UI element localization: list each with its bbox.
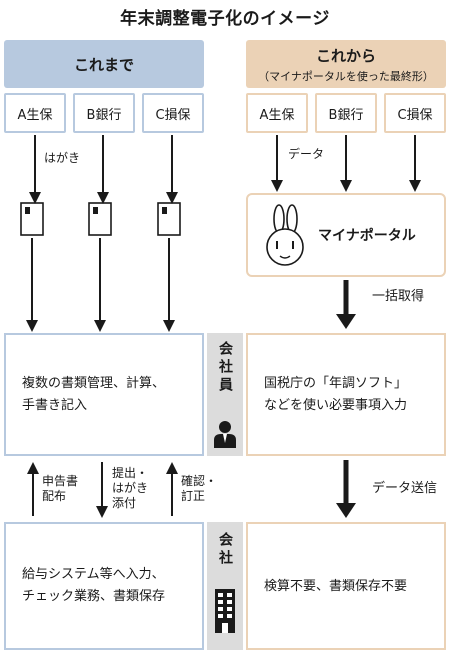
after-company-box: 検算不要、書類保存不要 [246,522,446,650]
company-band: 会社 [207,522,243,650]
before-company-line-2: チェック業務、書類保存 [22,589,166,604]
after-employee-line-1: 国税庁の「年調ソフト」 [264,376,408,391]
submit-attach-label: 提出・ はがき 添付 [112,466,149,510]
data-send-label: データ送信 [372,481,438,496]
after-employee-box: 国税庁の「年調ソフト」 などを使い必要事項入力 [246,333,446,456]
employee-label: 会社員 [217,341,233,395]
before-employee-line-2: 手書き記入 [22,398,88,413]
before-company-box: 給与システム等へ入力、 チェック業務、書類保存 [4,522,204,650]
insurer-a-before: A生保 [4,93,66,133]
company-label: 会社 [217,532,233,568]
building-icon [215,589,235,633]
insurer-b-after: B銀行 [315,93,377,133]
diagram-title: 年末調整電子化のイメージ [120,9,330,29]
postcard-icon [88,202,112,236]
header-after-label: これから [315,46,376,65]
insurer-c-before: C損保 [142,93,204,133]
mynaportal-rabbit-icon [266,204,304,266]
confirm-correct-label: 確認・ 訂正 [181,474,218,503]
insurer-b-before: B銀行 [73,93,135,133]
after-employee-line-2: などを使い必要事項入力 [264,398,408,413]
before-company-line-1: 給与システム等へ入力、 [22,567,165,582]
header-before: これまで [4,40,204,88]
header-before-label: これまで [73,55,134,74]
postcard-label: はがき [44,151,81,165]
insurer-a-after: A生保 [246,93,308,133]
data-label: データ [288,147,325,161]
before-employee-box: 複数の書類管理、計算、 手書き記入 [4,333,204,456]
before-employee-line-1: 複数の書類管理、計算、 [22,376,166,391]
header-after: これから （マイナポータルを使った最終形） [246,40,446,88]
employee-band: 会社員 [207,333,243,456]
mynaportal-box: マイナポータル [246,193,446,277]
after-company-line-1: 検算不要、書類保存不要 [264,579,408,594]
distribute-form-label: 申告書 配布 [42,474,79,503]
header-after-sublabel: （マイナポータルを使った最終形） [258,69,434,83]
employee-icon [214,421,236,448]
insurer-c-after: C損保 [384,93,446,133]
mynaportal-label: マイナポータル [318,228,416,244]
bulk-acquire-label: 一括取得 [372,289,425,304]
